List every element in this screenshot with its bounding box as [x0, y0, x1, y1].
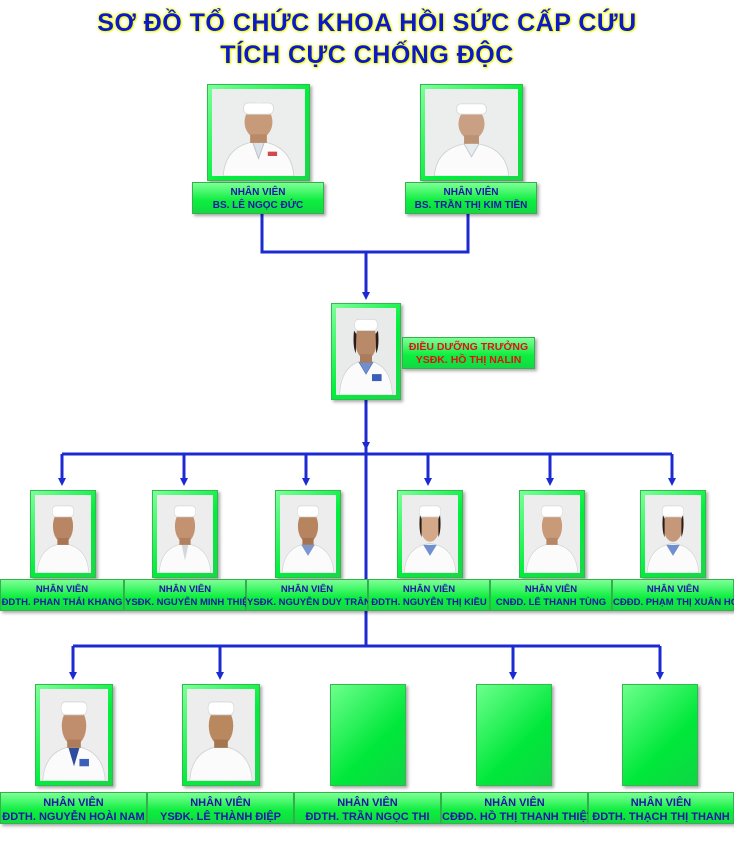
- staff-role: NHÂN VIÊN: [337, 797, 398, 809]
- staff-role: NHÂN VIÊN: [630, 797, 692, 809]
- staff-label-tran-thi-kim-tien: NHÂN VIÊN BS. TRẦN THỊ KIM TIỀN: [405, 182, 537, 214]
- staff-name: CĐĐD. PHẠM THỊ XUÂN HOA: [613, 597, 734, 608]
- staff-photo-placeholder-tran-ngoc-thi: [330, 684, 406, 786]
- staff-photo-nguyen-minh-thien: [152, 490, 218, 578]
- staff-label-ho-thi-thanh-thiet: NHÂN VIÊN CĐĐD. HỒ THỊ THANH THIỆT: [441, 792, 594, 824]
- head-nurse-name: YSĐK. HỒ THỊ NALIN: [415, 354, 522, 366]
- staff-name: ĐDTH. NGUYỄN THỊ KIỀU: [371, 597, 487, 608]
- person-icon: [402, 495, 458, 573]
- staff-name: ĐDTH. PHAN THÁI KHANG: [1, 597, 123, 608]
- staff-role: NHÂN VIÊN: [230, 187, 286, 198]
- connector-top-right: [366, 214, 470, 254]
- staff-role: NHÂN VIÊN: [158, 584, 212, 595]
- staff-name: YSĐK. LÊ THÀNH ĐIỆP: [159, 811, 281, 823]
- staff-role: NHÂN VIÊN: [35, 584, 89, 595]
- staff-label-nguyen-duy-tran: NHÂN VIÊN YSĐK. NGUYỄN DUY TRÂN: [246, 579, 371, 611]
- staff-label-tran-ngoc-thi: NHÂN VIÊN ĐDTH. TRẦN NGỌC THI: [294, 792, 441, 824]
- person-icon: [336, 308, 396, 395]
- staff-role: NHÂN VIÊN: [443, 187, 499, 198]
- staff-role: NHÂN VIÊN: [402, 584, 456, 595]
- head-nurse-role: ĐIỀU DƯỠNG TRƯỞNG: [408, 341, 529, 353]
- staff-photo-phan-thai-khang: [30, 490, 96, 578]
- staff-name: BS. TRẦN THỊ KIM TIỀN: [414, 200, 528, 211]
- person-icon: [280, 495, 336, 573]
- staff-name: BS. LÊ NGỌC ĐỨC: [212, 200, 304, 211]
- staff-name: ĐDTH. TRẦN NGỌC THI: [305, 811, 430, 823]
- staff-photo-nguyen-thi-kieu: [397, 490, 463, 578]
- staff-label-le-thanh-tung: NHÂN VIÊN CNĐD. LÊ THANH TÙNG: [490, 579, 612, 611]
- staff-name: CĐĐD. HỒ THỊ THANH THIỆT: [442, 811, 594, 823]
- staff-role: NHÂN VIÊN: [524, 584, 578, 595]
- person-icon: [524, 495, 580, 573]
- person-icon: [212, 89, 305, 176]
- chart-title-line-1: SƠ ĐỒ TỔ CHỨC KHOA HỒI SỨC CẤP CỨU: [97, 9, 637, 37]
- staff-role: NHÂN VIÊN: [43, 797, 104, 809]
- staff-photo-placeholder-thach-thi-thanh: [622, 684, 698, 786]
- staff-label-thach-thi-thanh: NHÂN VIÊN ĐDTH. THẠCH THỊ THANH: [588, 792, 734, 824]
- staff-name: CNĐD. LÊ THANH TÙNG: [495, 597, 607, 608]
- staff-photo-nguyen-hoai-nam: [35, 684, 113, 786]
- staff-label-nguyen-minh-thien: NHÂN VIÊN YSĐK. NGUYỄN MINH THIỆN: [124, 579, 256, 611]
- person-icon: [187, 689, 255, 781]
- staff-photo-le-thanh-tung: [519, 490, 585, 578]
- connector-top-left: [260, 214, 366, 254]
- person-icon: [40, 689, 108, 781]
- person-icon: [645, 495, 701, 573]
- person-icon: [35, 495, 91, 573]
- staff-photo-le-thanh-diep: [182, 684, 260, 786]
- staff-label-pham-thi-xuan-hoa: NHÂN VIÊN CĐĐD. PHẠM THỊ XUÂN HOA: [612, 579, 734, 611]
- staff-label-le-ngoc-duc: NHÂN VIÊN BS. LÊ NGỌC ĐỨC: [192, 182, 324, 214]
- staff-name: YSĐK. NGUYỄN MINH THIỆN: [125, 597, 256, 608]
- staff-role: NHÂN VIÊN: [280, 584, 334, 595]
- staff-role: NHÂN VIÊN: [646, 584, 700, 595]
- staff-photo-pham-thi-xuan-hoa: [640, 490, 706, 578]
- staff-label-le-thanh-diep: NHÂN VIÊN YSĐK. LÊ THÀNH ĐIỆP: [147, 792, 294, 824]
- person-icon: [425, 89, 518, 176]
- head-nurse-label: ĐIỀU DƯỠNG TRƯỞNG YSĐK. HỒ THỊ NALIN: [402, 337, 535, 369]
- staff-photo-tran-thi-kim-tien: [420, 84, 523, 181]
- staff-photo-placeholder-ho-thi-thanh-thiet: [476, 684, 552, 786]
- staff-name: YSĐK. NGUYỄN DUY TRÂN: [247, 597, 371, 608]
- staff-label-phan-thai-khang: NHÂN VIÊN ĐDTH. PHAN THÁI KHANG: [0, 579, 124, 611]
- staff-photo-le-ngoc-duc: [207, 84, 310, 181]
- staff-role: NHÂN VIÊN: [484, 797, 545, 809]
- chart-title-line-2: TÍCH CỰC CHỐNG ĐỘC: [220, 41, 514, 69]
- staff-role: NHÂN VIÊN: [190, 797, 251, 809]
- staff-photo-nguyen-duy-tran: [275, 490, 341, 578]
- staff-name: ĐDTH. THẠCH THỊ THANH: [592, 811, 730, 823]
- staff-label-nguyen-thi-kieu: NHÂN VIÊN ĐDTH. NGUYỄN THỊ KIỀU: [368, 579, 490, 611]
- staff-name: ĐDTH. NGUYỄN HOÀI NAM: [2, 811, 145, 823]
- staff-label-nguyen-hoai-nam: NHÂN VIÊN ĐDTH. NGUYỄN HOÀI NAM: [0, 792, 147, 824]
- staff-photo-ho-thi-nalin: [331, 303, 401, 400]
- person-icon: [157, 495, 213, 573]
